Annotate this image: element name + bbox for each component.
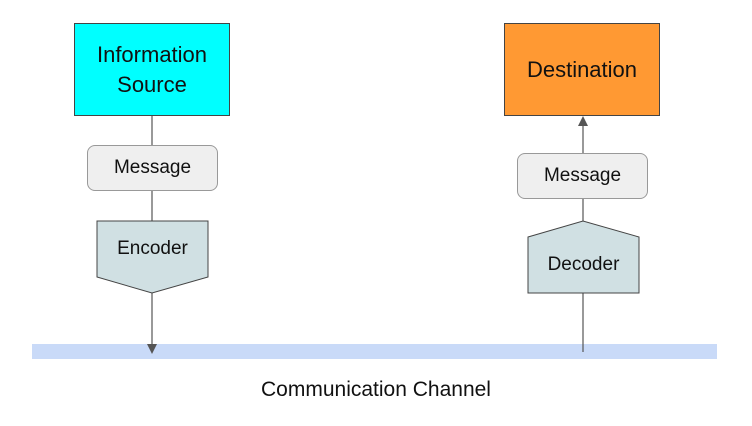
information-source-label-line2: Source xyxy=(117,71,187,97)
decoder-shape xyxy=(527,220,640,294)
communication-channel-band xyxy=(32,344,717,359)
information-source-box: Information Source xyxy=(74,23,230,116)
sender-message-box: Message xyxy=(87,145,218,191)
decoder-label: Decoder xyxy=(547,254,620,275)
sender-message-label: Message xyxy=(113,157,192,178)
destination-label: Destination xyxy=(526,56,638,82)
receiver-message-label: Message xyxy=(543,165,622,186)
destination-box: Destination xyxy=(504,23,660,116)
encoder-shape xyxy=(96,220,209,294)
information-source-label-line1: Information xyxy=(96,41,208,67)
encoder-label: Encoder xyxy=(117,238,188,259)
receiver-message-box: Message xyxy=(517,153,648,199)
communication-channel-label: Communication Channel xyxy=(261,378,491,401)
